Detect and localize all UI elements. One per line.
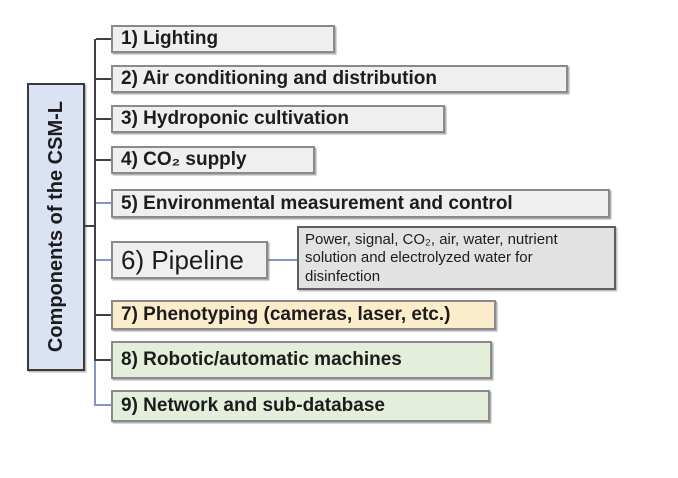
component-box-network: 9) Network and sub-database xyxy=(111,390,490,422)
connector-branch-8 xyxy=(96,359,111,361)
root-label: Components of the CSM-L xyxy=(44,101,67,353)
connector-branch-3 xyxy=(96,118,111,120)
component-box-hydroponic: 3) Hydroponic cultivation xyxy=(111,105,445,133)
connector-pipeline-to-note xyxy=(268,259,297,261)
connector-branch-1 xyxy=(96,38,111,40)
connector-branch-4 xyxy=(96,159,111,161)
root-box-components-of-csml: Components of the CSM-L xyxy=(27,83,85,371)
connector-spine-upper xyxy=(94,39,96,361)
connector-branch-7 xyxy=(96,314,111,316)
connector-branch-6 xyxy=(96,259,111,261)
component-box-robotic: 8) Robotic/automatic machines xyxy=(111,341,492,379)
component-box-co2-supply: 4) CO₂ supply xyxy=(111,146,315,174)
connector-branch-9 xyxy=(96,404,111,406)
component-box-phenotyping: 7) Phenotyping (cameras, laser, etc.) xyxy=(111,300,496,330)
component-box-air-conditioning: 2) Air conditioning and distribution xyxy=(111,65,568,93)
connector-branch-2 xyxy=(96,78,111,80)
pipeline-note-box: Power, signal, CO₂, air, water, nutrient… xyxy=(297,226,616,290)
connector-root-to-spine xyxy=(85,225,94,227)
component-box-environmental: 5) Environmental measurement and control xyxy=(111,189,610,218)
connector-branch-5 xyxy=(96,202,111,204)
component-box-lighting: 1) Lighting xyxy=(111,25,335,53)
connector-spine-lower xyxy=(94,361,96,406)
component-box-pipeline: 6) Pipeline xyxy=(111,241,268,279)
